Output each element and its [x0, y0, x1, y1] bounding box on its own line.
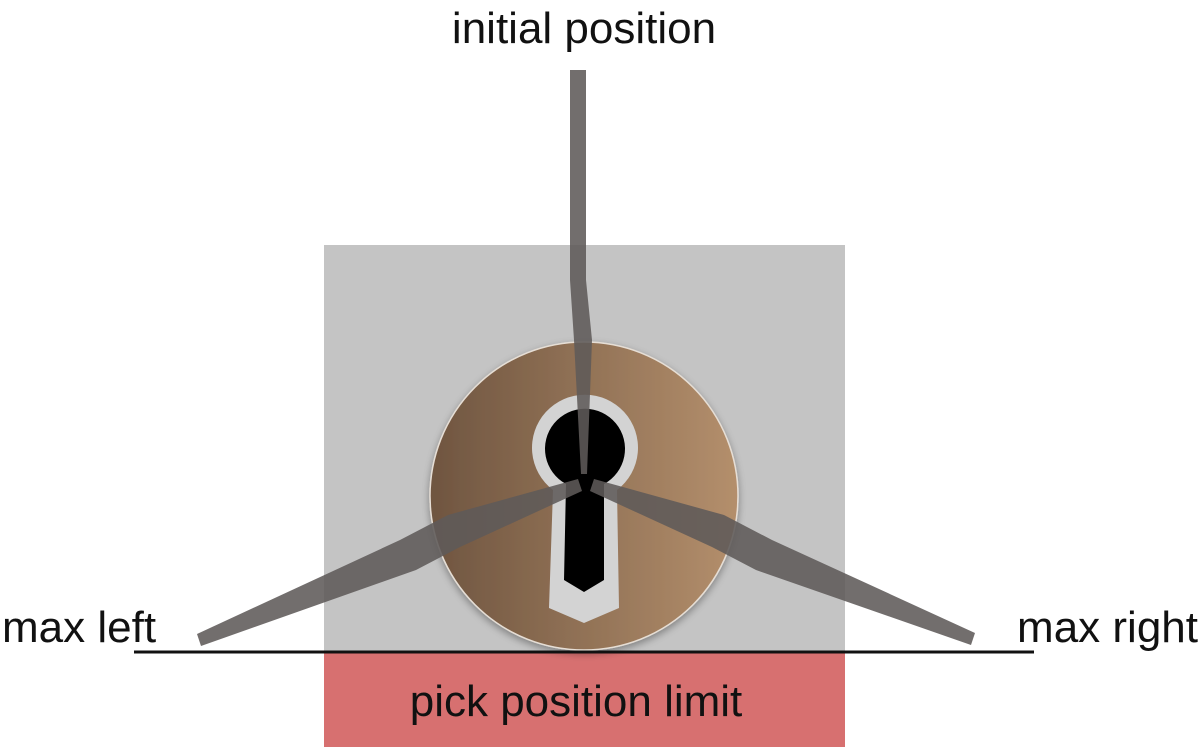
max-left-label: max left: [2, 603, 156, 652]
pick-max-left: [197, 479, 582, 646]
pick-limit-zone: [324, 652, 845, 747]
keyhole: [545, 408, 625, 592]
pick-initial: [570, 70, 592, 474]
max-right-label: max right: [1017, 603, 1198, 652]
initial-position-label: initial position: [452, 4, 716, 53]
pick-max-right: [590, 479, 975, 645]
pick-position-limit-label: pick position limit: [410, 677, 743, 726]
